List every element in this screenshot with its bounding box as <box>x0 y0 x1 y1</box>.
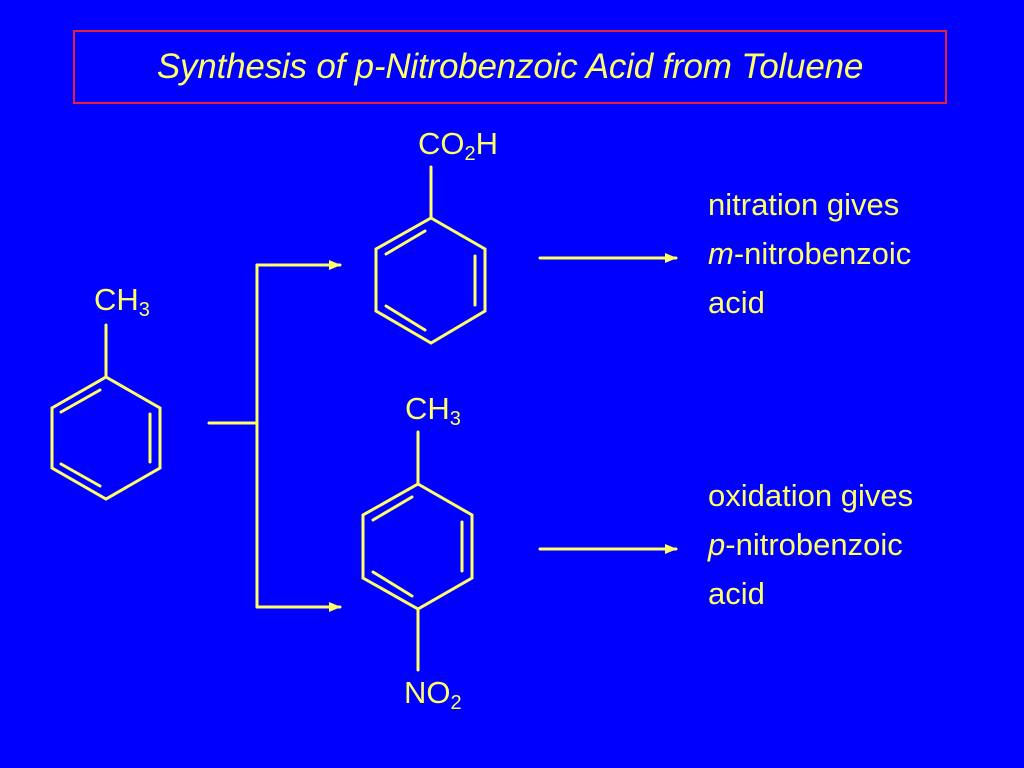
carboxyl-label: CO2H <box>418 126 499 165</box>
nitrotoluene-ring <box>361 430 474 672</box>
nitro-label: NO2 <box>404 675 462 714</box>
benzoic-acid-ring <box>374 165 487 345</box>
toluene-label: CH3 <box>94 282 150 321</box>
toluene-ring <box>50 323 162 501</box>
title-box: Synthesis of p-Nitrobenzoic Acid from To… <box>73 30 947 104</box>
nitrotoluene-methyl-label: CH3 <box>405 391 461 430</box>
note-oxidation: oxidation gives p-nitrobenzoic acid <box>708 478 914 611</box>
slide-title: Synthesis of p-Nitrobenzoic Acid from To… <box>156 47 864 86</box>
note-nitration: nitration gives m-nitrobenzoic acid <box>708 187 912 320</box>
branch-arrows <box>207 260 342 612</box>
